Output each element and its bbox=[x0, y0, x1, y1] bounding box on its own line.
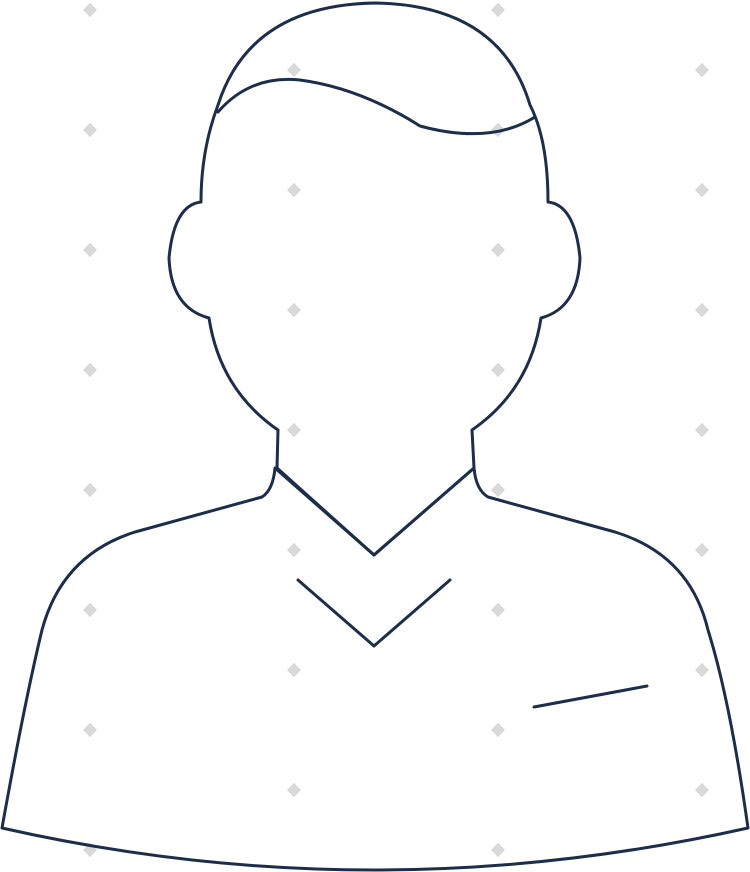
watermark-diamond bbox=[286, 662, 302, 678]
watermark-diamond bbox=[694, 62, 710, 78]
watermark-diamond bbox=[286, 62, 302, 78]
watermark-diamond bbox=[490, 362, 506, 378]
watermark-diamond bbox=[286, 782, 302, 798]
watermark-diamond bbox=[490, 602, 506, 618]
watermark-diamond bbox=[82, 362, 98, 378]
watermark-diamond bbox=[286, 182, 302, 198]
watermark-diamond bbox=[286, 542, 302, 558]
watermark-diamond bbox=[490, 242, 506, 258]
watermark-diamond bbox=[694, 782, 710, 798]
watermark-diamond bbox=[82, 602, 98, 618]
watermark-diamond bbox=[286, 422, 302, 438]
shoulders-outline bbox=[0, 466, 750, 872]
watermark-diamond bbox=[694, 182, 710, 198]
shirt-pocket-line bbox=[532, 684, 649, 709]
watermark-diamond bbox=[490, 482, 506, 498]
watermark-diamond bbox=[82, 722, 98, 738]
watermark-diamond bbox=[286, 302, 302, 318]
watermark-diamond bbox=[694, 662, 710, 678]
watermark-diamond bbox=[694, 302, 710, 318]
watermark-diamond bbox=[490, 2, 506, 18]
watermark-diamond bbox=[490, 842, 506, 858]
hair-line bbox=[216, 77, 537, 136]
watermark-diamond bbox=[694, 422, 710, 438]
watermark-diamond bbox=[490, 722, 506, 738]
collar-v bbox=[296, 578, 452, 648]
watermark-diamond bbox=[694, 542, 710, 558]
head-outline bbox=[167, 1, 582, 557]
watermark-diamond bbox=[82, 482, 98, 498]
